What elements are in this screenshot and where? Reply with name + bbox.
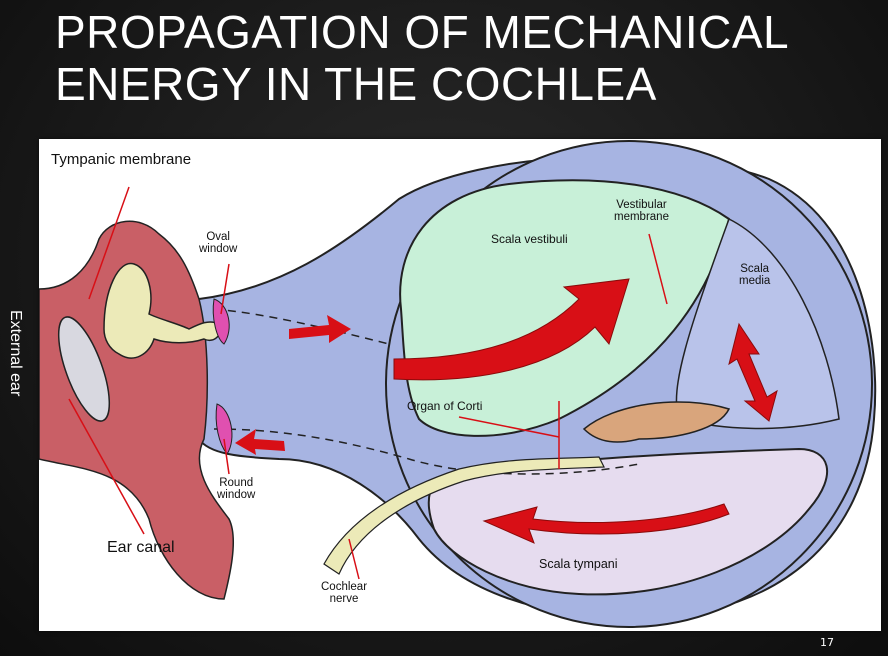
pointer-round-window: [223, 438, 230, 475]
label-cochlear-nerve: Cochlear nerve: [321, 581, 368, 605]
label-ear-canal: Ear canal: [107, 539, 175, 556]
arrow-left-round: [235, 429, 285, 455]
pointer-organ-corti: [458, 416, 560, 438]
arrow-scala-vestibuli: [393, 278, 630, 381]
diagram-drawing: [39, 140, 877, 628]
label-vestibular-membrane: Vestibular membrane: [614, 199, 669, 223]
label-round-window: Round window: [217, 477, 256, 501]
external-ear-label: External ear: [7, 310, 24, 397]
scala-media-region: [675, 217, 840, 430]
label-scala-tympani: Scala tympani: [539, 557, 618, 571]
label-scala-vestibuli: Scala vestibuli: [491, 232, 568, 246]
cochlea-diagram: Tympanic membrane Oval window Round wind…: [39, 139, 881, 631]
label-scala-media: Scala media: [739, 263, 771, 287]
tympanic-membrane-shape: [57, 316, 111, 422]
pointer-vestibular-membrane: [648, 233, 668, 305]
oval-window-shape: [212, 298, 230, 345]
pointer-ear-canal: [68, 398, 145, 535]
cochlear-nerve-shape: [323, 456, 605, 575]
label-oval-window: Oval window: [199, 231, 238, 255]
label-organ-of-corti: Organ of Corti: [407, 399, 483, 413]
arrow-scala-tympani: [482, 503, 730, 544]
pointer-oval-window: [220, 263, 230, 315]
dashed-line-lower: [213, 428, 640, 475]
label-tympanic-membrane: Tympanic membrane: [51, 151, 192, 168]
round-window-shape: [215, 403, 233, 455]
arrow-scala-media: [728, 322, 778, 422]
title-line-2: ENERGY IN THE COCHLEA: [55, 58, 657, 110]
ear-tissue: [39, 220, 235, 600]
pointer-nerve: [348, 538, 360, 580]
pointer-tympanic: [88, 186, 130, 300]
dashed-line-upper: [213, 308, 390, 345]
title-line-1: PROPAGATION OF MECHANICAL: [55, 6, 790, 58]
page-number: 17: [820, 636, 834, 649]
arrow-right-oval: [289, 315, 351, 343]
organ-of-corti-shape: [582, 401, 731, 443]
slide-title: PROPAGATION OF MECHANICAL ENERGY IN THE …: [55, 6, 835, 110]
